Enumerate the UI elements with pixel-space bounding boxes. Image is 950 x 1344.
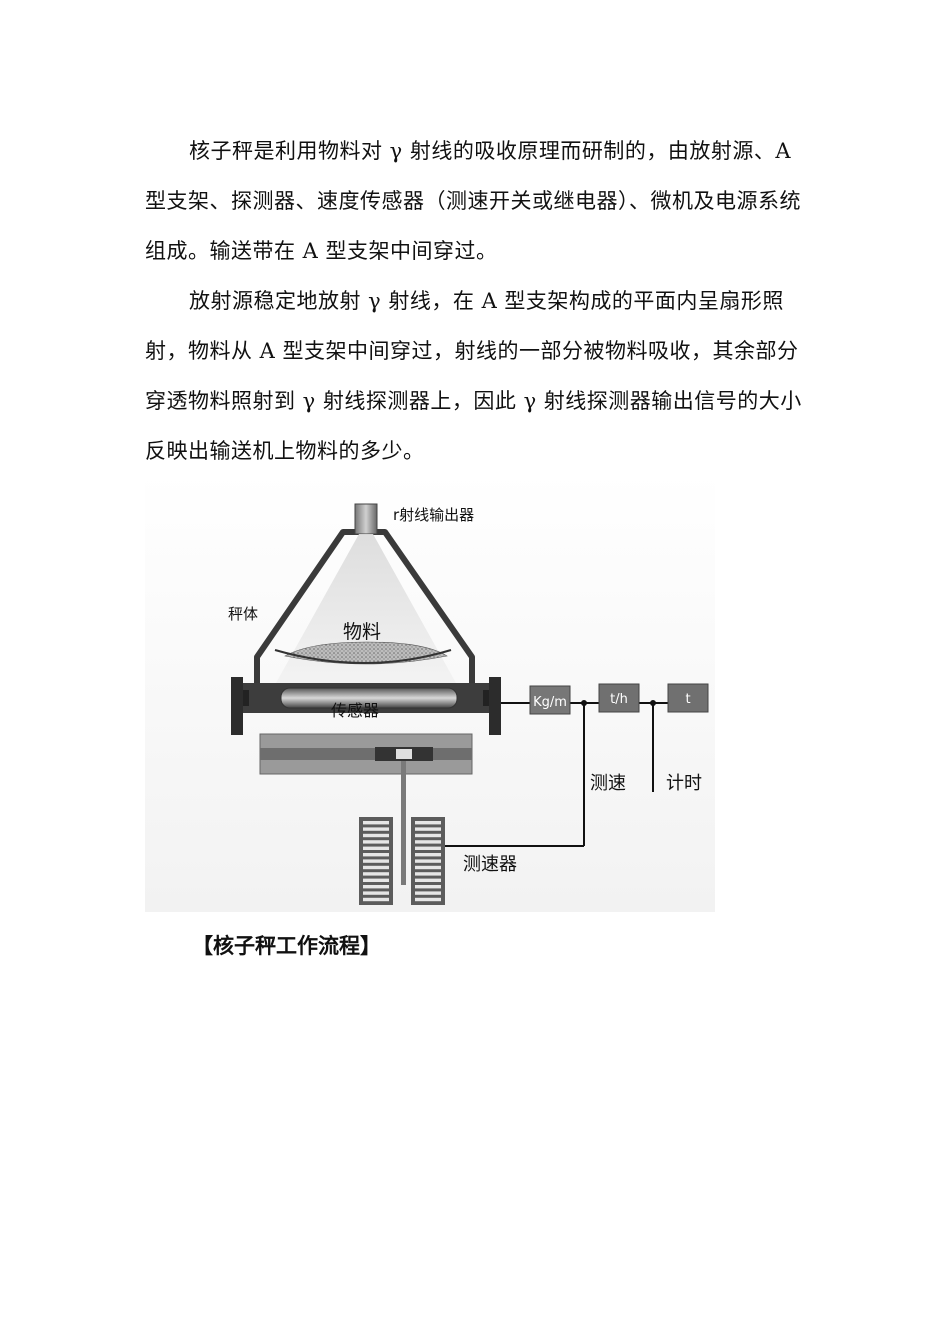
sensor-slat [363, 859, 389, 863]
sensor-slat [363, 897, 389, 902]
sensor-slat [363, 833, 389, 838]
sensor-slat [363, 891, 389, 895]
kgm-box [529, 685, 571, 715]
right-flange [489, 677, 501, 735]
sensor-slat [363, 872, 389, 876]
sensor-slat [363, 821, 389, 825]
t-box-label: t [685, 692, 690, 707]
left-flange [231, 677, 243, 735]
sensor-slat [415, 846, 441, 850]
sensor-slat [363, 853, 389, 857]
section-title: 【核子秤工作流程】 [192, 934, 381, 958]
kgm-box-label: Kg/m [533, 695, 567, 710]
sensor-slat [415, 885, 441, 889]
sensor-slat [363, 846, 389, 850]
source-label: r射线输出器 [393, 506, 474, 524]
nuclear-scale-diagram: Kg/m t/h t r射线输出器 秤体 物料 传感器 测速 计时 测速器 [145, 472, 715, 912]
sensor-slat [415, 859, 441, 863]
radiation-source-icon [354, 503, 378, 535]
t-box [667, 683, 709, 713]
sensor-slat [415, 878, 441, 882]
sensor-label: 传感器 [331, 701, 379, 720]
timing-label: 计时 [666, 773, 702, 794]
material-label: 物料 [343, 621, 381, 643]
speed-sensor-label: 测速器 [463, 854, 517, 875]
sensor-slat [415, 827, 441, 831]
sensor-slat [415, 897, 441, 902]
principle-paragraph: 放射源稳定地放射 γ 射线，在 A 型支架构成的平面内呈扇形照射，物料从 A 型… [145, 289, 802, 463]
sensor-slat [415, 872, 441, 876]
sensor-slat [363, 827, 389, 831]
sensor-slat [415, 891, 441, 895]
sensor-slat [363, 885, 389, 889]
sensor-slat [415, 833, 441, 838]
detector-tube [280, 687, 458, 709]
th-box-label: t/h [610, 692, 628, 707]
sensor-slat [363, 878, 389, 882]
frame-label: 秤体 [228, 605, 258, 623]
intro-paragraph: 核子秤是利用物料对 γ 射线的吸收原理而研制的，由放射源、A 型支架、探测器、速… [145, 139, 801, 263]
sensor-slat [415, 865, 441, 870]
sensor-slat [363, 840, 389, 844]
speed-measure-label: 测速 [590, 773, 626, 794]
sensor-slat [415, 853, 441, 857]
sensor-slat [363, 865, 389, 870]
th-box [598, 683, 640, 713]
sensor-slat [415, 840, 441, 844]
sensor-slat [415, 821, 441, 825]
